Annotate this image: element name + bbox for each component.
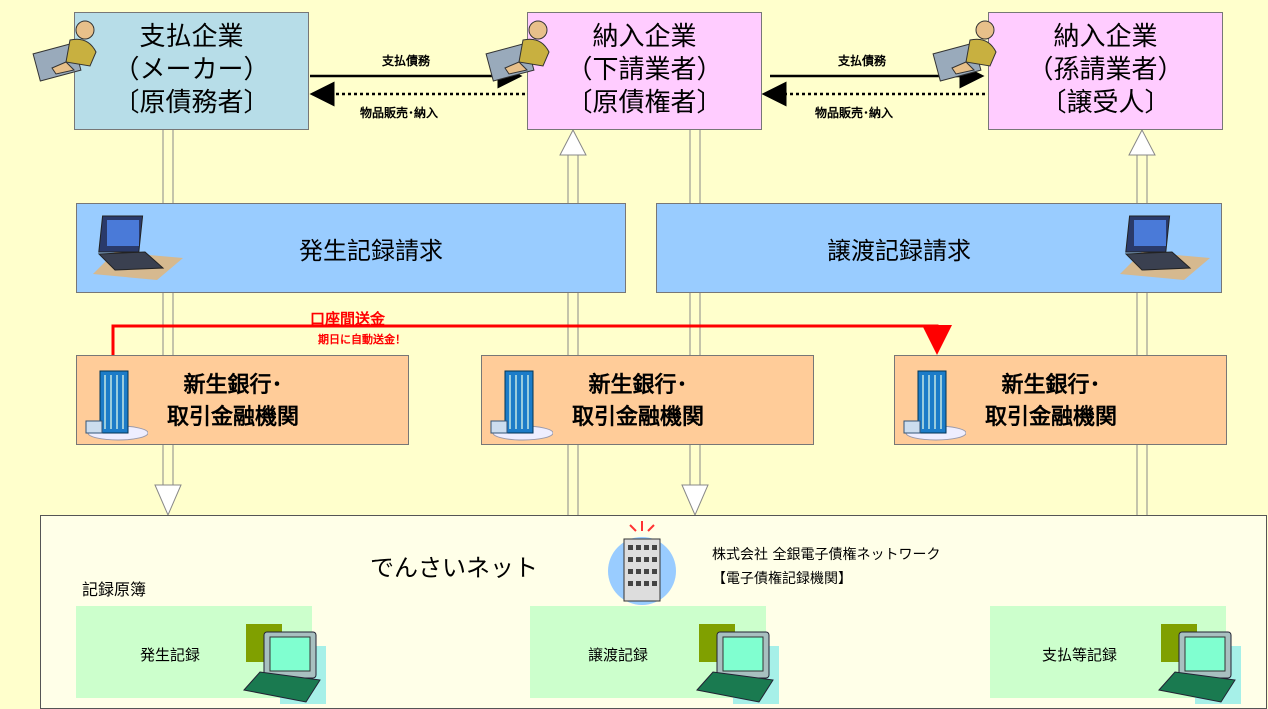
supplier-company-box: 納入企業 （下請業者） 〔原債権者〕 [527,12,762,130]
issue-request-label: 発生記録請求 [299,236,443,265]
issue-request-box: 発生記録請求 [76,203,626,293]
laptop-icon [93,215,183,280]
payer-role: （メーカー） [113,55,270,85]
bank-building-icon [85,370,148,441]
bank-name: 新生銀行･ [183,373,283,398]
network-org-name: 株式会社 全銀電子債権ネットワーク [712,547,941,563]
transfer-record-label: 譲渡記録 [588,646,649,664]
bank-name: 新生銀行･ [1001,373,1101,398]
transfer-note-title: 口座間送金 [310,310,386,328]
bank-box-payer: 新生銀行･ 取引金融機関 [76,355,409,445]
supplier-name: 納入企業 [592,22,697,52]
subsupplier-name: 納入企業 [1053,22,1158,52]
supplier-legal-role: 〔原債権者〕 [566,88,723,118]
worker-icon [485,20,550,82]
bank-type: 取引金融機関 [984,405,1117,430]
terminal-icon [243,624,326,704]
payer-company-box: 支払企業 （メーカー） 〔原債務者〕 [74,12,309,130]
worker-icon [932,20,997,82]
subsupplier-legal-role: 〔譲受人〕 [1040,88,1171,118]
transfer-line [111,324,952,355]
supplier-role: （下請業者） [566,55,723,85]
vertical-connectors [154,128,1156,517]
goods-delivery-label-2: 物品販売･納入 [815,106,894,120]
bank-name: 新生銀行･ [588,373,688,398]
network-building-icon [608,521,676,605]
payment-obligation-label-1: 支払債務 [382,54,431,68]
payer-name: 支払企業 [139,22,244,52]
terminal-icon [1158,624,1241,704]
issue-record-label: 発生記録 [140,646,201,664]
bank-building-icon [903,370,966,441]
payer-legal-role: 〔原債務者〕 [113,88,270,118]
terminal-icon [696,624,779,704]
worker-icon [32,20,97,82]
payment-obligation-label-2: 支払債務 [838,54,887,68]
bank-type: 取引金融機関 [571,405,704,430]
payment-record-label: 支払等記録 [1042,646,1118,664]
bank-type: 取引金融機関 [166,405,299,430]
subsupplier-company-box: 納入企業 （孫請業者） 〔譲受人〕 [988,12,1223,130]
goods-delivery-label-1: 物品販売･納入 [360,106,439,120]
network-name: でんさいネット [370,554,538,582]
laptop-icon [1120,215,1210,280]
subsupplier-role: （孫請業者） [1027,55,1184,85]
bank-building-icon [490,370,553,441]
transfer-note-sub: 期日に自動送金！ [318,333,406,346]
bank-box-subsupplier: 新生銀行･ 取引金融機関 [894,355,1227,445]
ledger-label: 記録原簿 [82,580,147,599]
transfer-request-label: 譲渡記録請求 [827,236,971,265]
network-org-role: 【電子債権記録機関】 [712,571,852,587]
